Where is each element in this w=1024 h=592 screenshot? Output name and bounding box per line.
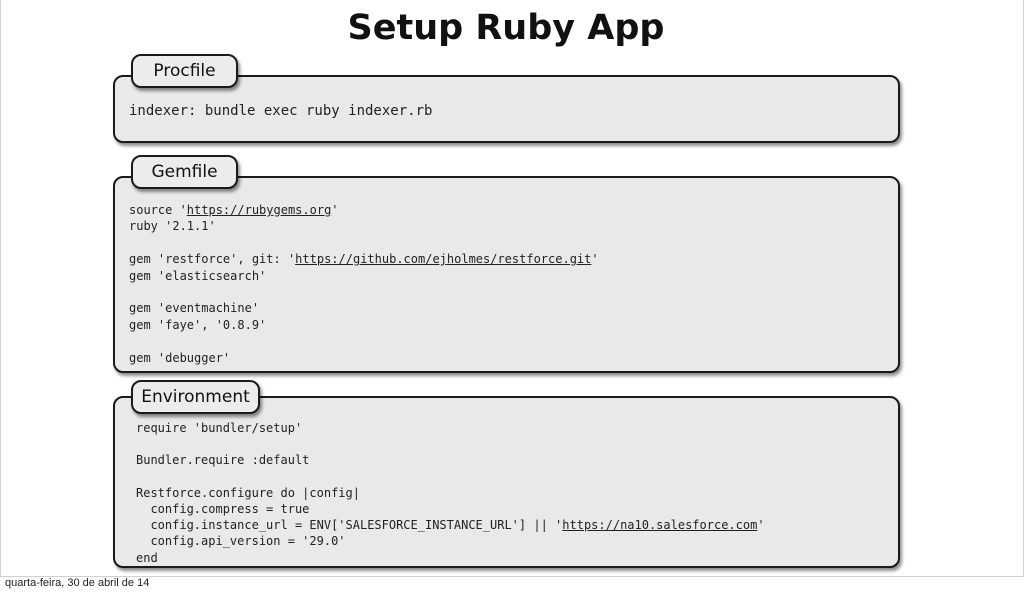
env-bundler-line: Bundler.require :default	[136, 453, 310, 468]
procfile-line: indexer: bundle exec ruby indexer.rb	[129, 103, 433, 119]
gemfile-source-line: source 'https://rubygems.org'	[129, 203, 339, 217]
gemfile-debugger-line: gem 'debugger'	[129, 350, 231, 365]
environment-tab: Environment	[131, 380, 260, 414]
restforce-git-link[interactable]: https://github.com/ejholmes/restforce.gi…	[295, 252, 592, 267]
gemfile-eventmachine-line: gem 'eventmachine'	[129, 301, 260, 316]
env-configure-line: Restforce.configure do |config|	[136, 485, 360, 500]
env-api-line: config.api_version = '29.0'	[136, 534, 346, 549]
procfile-tab: Procfile	[131, 54, 238, 88]
gemfile-tab: Gemfile	[131, 155, 238, 189]
gemfile-faye-line: gem 'faye', '0.8.9'	[129, 317, 267, 332]
gemfile-ruby-line: ruby '2.1.1'	[129, 219, 216, 234]
environment-box: require 'bundler/setup' Bundler.require …	[113, 396, 900, 568]
env-instance-line: config.instance_url = ENV['SALESFORCE_IN…	[136, 518, 765, 533]
procfile-box: indexer: bundle exec ruby indexer.rb	[113, 75, 900, 143]
salesforce-link[interactable]: https://na10.salesforce.com	[562, 518, 758, 533]
slide: Setup Ruby App indexer: bundle exec ruby…	[0, 0, 1024, 577]
gemfile-box: source 'https://rubygems.org' ruby '2.1.…	[113, 176, 900, 373]
slide-title: Setup Ruby App	[347, 8, 665, 48]
env-require-line: require 'bundler/setup'	[136, 421, 303, 435]
rubygems-link[interactable]: https://rubygems.org	[186, 203, 332, 217]
gemfile-restforce-line: gem 'restforce', git: 'https://github.co…	[129, 252, 599, 267]
env-compress-line: config.compress = true	[136, 502, 310, 517]
gemfile-elasticsearch-line: gem 'elasticsearch'	[129, 268, 267, 283]
env-end-line: end	[136, 550, 158, 565]
footer-date: quarta-feira, 30 de abril de 14	[5, 577, 150, 589]
